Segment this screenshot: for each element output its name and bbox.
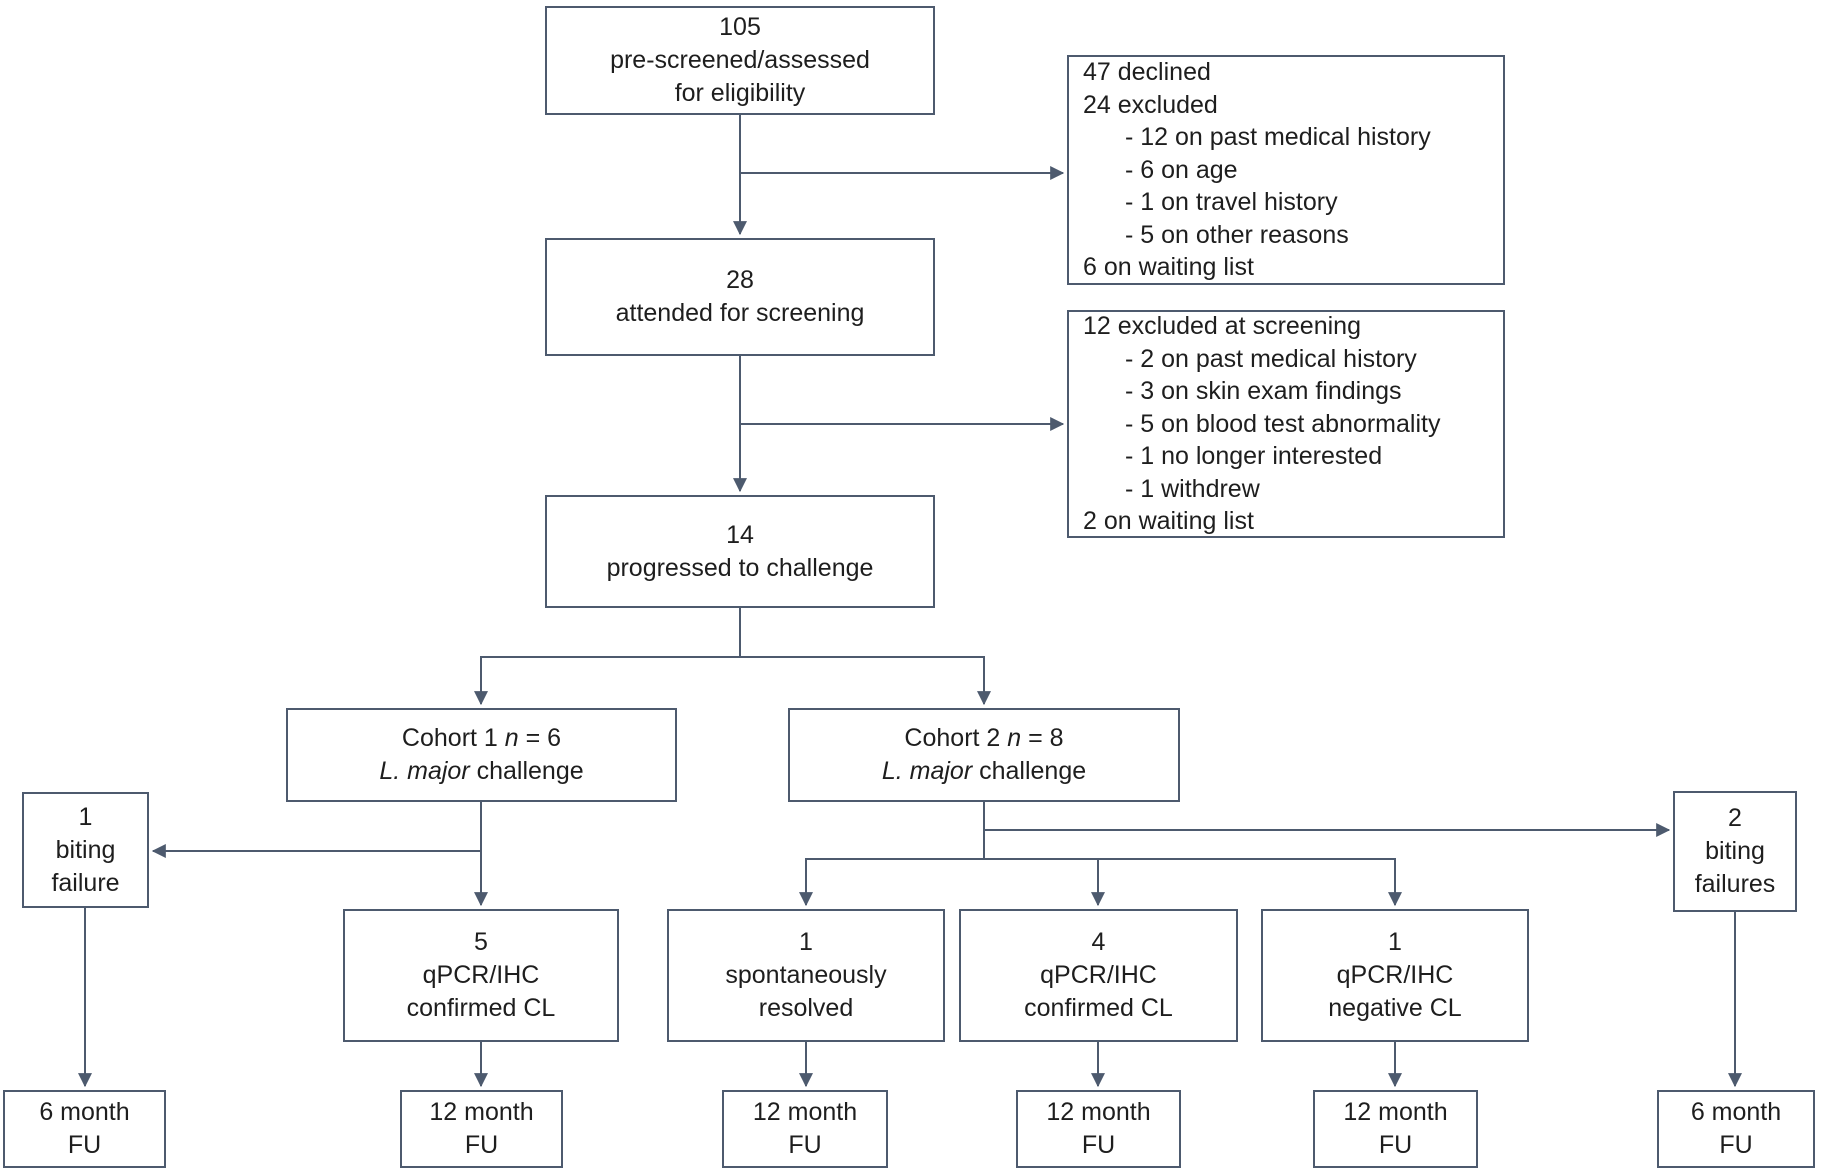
species-name: L. major [379, 757, 470, 785]
text-line: 12 month [429, 1098, 534, 1126]
node-biting-failures-2: 2 biting failures [1673, 791, 1797, 912]
node-attended-screening: 28 attended for screening [545, 238, 935, 356]
text-line: spontaneously [725, 961, 887, 989]
text-line: FU [1719, 1131, 1753, 1159]
text-line: FU [788, 1131, 822, 1159]
node-cohort-2: Cohort 2 n = 8 L. major challenge [788, 708, 1180, 802]
text-line: pre-screened/assessed [610, 46, 870, 74]
node-fu-12month-2: 12 month FU [722, 1090, 888, 1168]
text-line: 14 [726, 520, 754, 549]
text-line: 105 [719, 13, 761, 41]
text-line: for eligibility [674, 79, 806, 107]
text-line: - 5 on other reasons [1125, 220, 1349, 249]
text-line: - 6 on age [1125, 155, 1238, 184]
challenge-label: challenge [469, 757, 584, 785]
text-line: qPCR/IHC [1336, 961, 1454, 989]
challenge-label: challenge [972, 757, 1087, 785]
text-line: - 2 on past medical history [1125, 344, 1417, 373]
text-line: - 5 on blood test abnormality [1125, 409, 1441, 438]
text-line: 5 [474, 928, 488, 956]
text-line: - 1 withdrew [1125, 474, 1260, 503]
text-line: 2 on waiting list [1083, 507, 1254, 536]
node-fu-12month-1: 12 month FU [400, 1090, 563, 1168]
node-cohort-1: Cohort 1 n = 6 L. major challenge [286, 708, 677, 802]
text-line: - 1 on travel history [1125, 188, 1338, 217]
text-line: 12 month [1046, 1098, 1151, 1126]
species-name: L. major [881, 757, 973, 785]
text-line: resolved [758, 994, 854, 1022]
text-line: qPCR/IHC [422, 961, 540, 989]
text-line: 6 on waiting list [1083, 253, 1254, 282]
text-line: 4 [1091, 928, 1106, 956]
text-line: qPCR/IHC [1040, 961, 1157, 989]
cohort-label: Cohort 2 [904, 724, 1008, 752]
node-qpcr-confirmed-5: 5 qPCR/IHC confirmed CL [343, 909, 619, 1042]
text-line: FU [1081, 1131, 1116, 1159]
text-line: 2 [1728, 804, 1742, 832]
node-fu-6month-left: 6 month FU [3, 1090, 166, 1168]
text-line: attended for screening [615, 299, 865, 327]
text-line: - 12 on past medical history [1125, 123, 1431, 152]
node-spontaneously-resolved: 1 spontaneously resolved [667, 909, 945, 1042]
node-prescreened: 105 pre-screened/assessed for eligibilit… [545, 6, 935, 115]
text-line: biting [55, 835, 116, 864]
node-fu-6month-right: 6 month FU [1657, 1090, 1815, 1168]
n-value: = 8 [1021, 724, 1064, 752]
cohort-label: Cohort 1 [401, 724, 505, 752]
text-line: 6 month [39, 1098, 130, 1126]
n-variable: n [1007, 724, 1022, 752]
node-qpcr-confirmed-4: 4 qPCR/IHC confirmed CL [959, 909, 1238, 1042]
n-variable: n [504, 724, 519, 752]
node-biting-failure-1: 1 biting failure [22, 792, 149, 908]
n-value: = 6 [518, 724, 562, 752]
node-fu-12month-4: 12 month FU [1313, 1090, 1478, 1168]
text-line: 28 [726, 266, 754, 294]
text-line: L. major challenge [882, 755, 1086, 788]
text-line: FU [464, 1131, 499, 1159]
text-line: 12 month [752, 1098, 858, 1126]
text-line: 12 excluded at screening [1083, 312, 1361, 341]
text-line: - 1 no longer interested [1125, 442, 1383, 471]
text-line: failure [51, 868, 120, 897]
text-line: progressed to challenge [606, 553, 874, 582]
text-line: Cohort 2 n = 8 [904, 722, 1063, 755]
text-line: 12 month [1343, 1098, 1448, 1126]
text-line: 1 [1388, 928, 1402, 956]
node-fu-12month-3: 12 month FU [1016, 1090, 1181, 1168]
text-line: Cohort 1 n = 6 [402, 722, 561, 755]
text-line: negative CL [1328, 994, 1462, 1022]
text-line: confirmed CL [406, 994, 556, 1022]
text-line: confirmed CL [1024, 994, 1173, 1022]
text-line: 47 declined [1083, 58, 1211, 87]
text-line: failures [1694, 870, 1776, 898]
text-line: FU [67, 1131, 102, 1159]
node-excluded-at-screening: 12 excluded at screening - 2 on past med… [1067, 310, 1505, 538]
text-line: FU [1378, 1131, 1413, 1159]
text-line: 6 month [1690, 1098, 1782, 1126]
text-line: 24 excluded [1083, 90, 1218, 119]
text-line: L. major challenge [379, 755, 583, 788]
node-declined-excluded: 47 declined 24 excluded - 12 on past med… [1067, 55, 1505, 285]
text-line: 1 [799, 928, 813, 956]
node-qpcr-negative-1: 1 qPCR/IHC negative CL [1261, 909, 1529, 1042]
text-line: 1 [78, 802, 93, 831]
text-line: biting [1705, 837, 1765, 865]
node-progressed-challenge: 14 progressed to challenge [545, 495, 935, 608]
text-line: - 3 on skin exam findings [1125, 377, 1402, 406]
